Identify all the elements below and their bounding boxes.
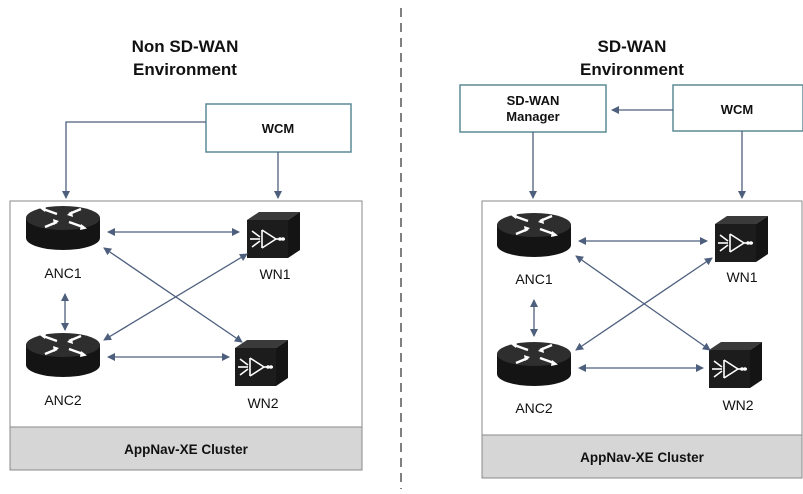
- left-anc1-label: ANC1: [44, 265, 82, 281]
- right-wn2-label: WN2: [722, 397, 753, 413]
- left-anc2-router-icon: [24, 331, 102, 379]
- right-anc2-router-icon: [495, 340, 573, 388]
- right-anc1-router-icon: [495, 211, 573, 259]
- right-anc2-label: ANC2: [515, 400, 553, 416]
- right-manager-label-line1: SD-WAN: [507, 93, 560, 108]
- left-panel: Non SD-WAN Environment WCM AppNav-XE Clu…: [9, 37, 363, 471]
- right-title-line1: SD-WAN: [598, 37, 667, 56]
- right-wcm-label: WCM: [721, 102, 754, 117]
- left-wcm-label: WCM: [262, 121, 295, 136]
- right-sdwan-manager-box: [459, 84, 607, 133]
- left-wn1-optimizer-icon: [246, 211, 301, 259]
- right-manager-label-line2: Manager: [506, 109, 559, 124]
- right-anc1-label: ANC1: [515, 271, 553, 287]
- right-cluster-footer: [481, 434, 803, 479]
- left-wcm-box: [205, 103, 352, 153]
- right-wn1-label: WN1: [726, 269, 757, 285]
- left-anc2-wn1-link: [103, 253, 248, 341]
- right-wn2-optimizer-icon: [708, 341, 763, 389]
- right-wn1-optimizer-icon: [714, 215, 769, 263]
- left-cluster-footer: [9, 426, 363, 471]
- left-cluster-label: AppNav-XE Cluster: [124, 442, 249, 457]
- left-wcm-to-anc1-arrow: [62, 121, 206, 199]
- left-title-line1: Non SD-WAN: [132, 37, 239, 56]
- right-title-line2: Environment: [580, 60, 684, 79]
- right-panel: SD-WAN Environment SD-WAN Manager WCM Ap…: [459, 37, 803, 479]
- right-cluster-label: AppNav-XE Cluster: [580, 450, 705, 465]
- right-anc2-wn1-link: [575, 257, 713, 351]
- left-wn1-label: WN1: [259, 266, 290, 282]
- left-anc1-router-icon: [24, 204, 102, 252]
- left-wn2-label: WN2: [247, 395, 278, 411]
- right-wcm-box: [672, 84, 803, 132]
- left-anc2-label: ANC2: [44, 392, 82, 408]
- left-title-line2: Environment: [133, 60, 237, 79]
- left-wn2-optimizer-icon: [234, 339, 289, 387]
